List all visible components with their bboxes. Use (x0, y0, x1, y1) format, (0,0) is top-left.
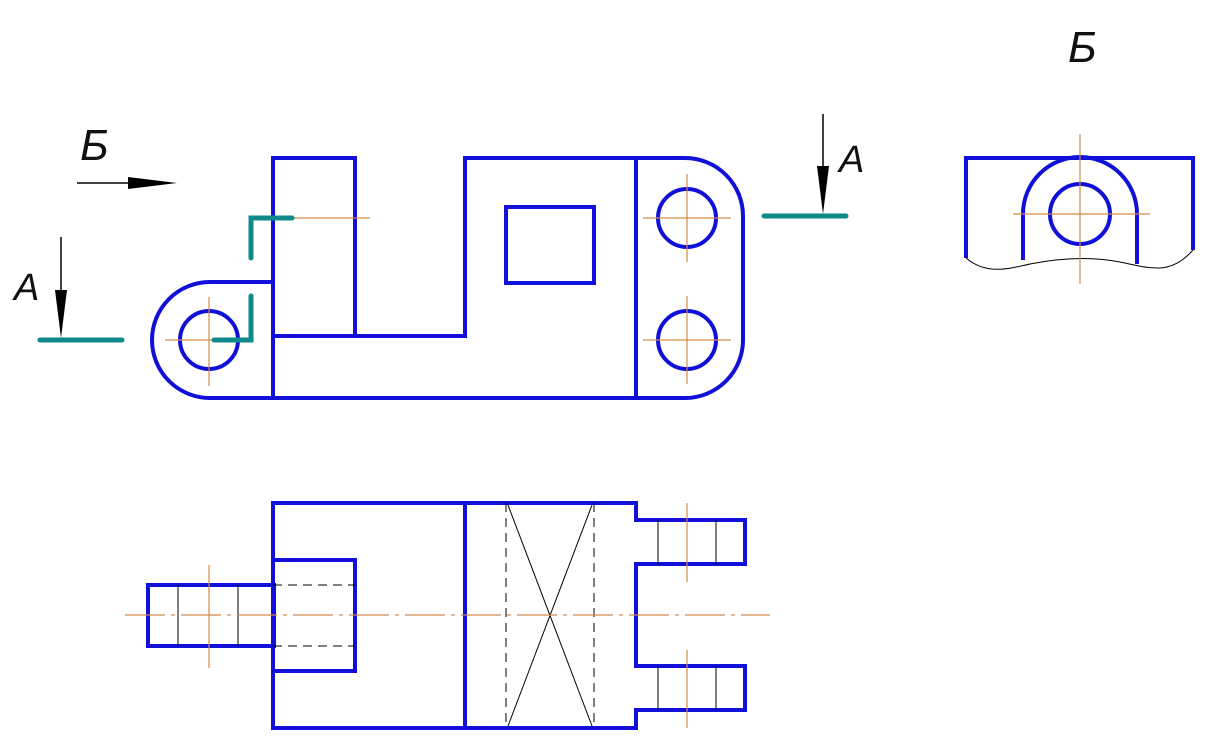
section-arrow-left-icon (55, 290, 67, 338)
section-label-left: А (12, 267, 39, 309)
square-window (504, 205, 596, 285)
view-b-title: Б (1068, 23, 1097, 72)
section-mark-right: А (761, 114, 864, 219)
top-view (125, 501, 770, 730)
main-body-outline (273, 156, 745, 400)
top-body-outline (271, 501, 747, 730)
view-direction-b: Б (77, 121, 177, 189)
section-mark-left: А (12, 237, 125, 343)
left-lug-outline (150, 280, 273, 400)
upright-post (271, 156, 357, 398)
front-view (150, 156, 745, 400)
section-label-right: А (837, 139, 864, 181)
section-arrow-right-icon (817, 166, 829, 214)
view-arrow-icon (128, 177, 177, 189)
view-b-arrow-label: Б (80, 121, 109, 170)
view-b: Б (964, 23, 1195, 284)
cutting-plane-step (211, 215, 295, 343)
